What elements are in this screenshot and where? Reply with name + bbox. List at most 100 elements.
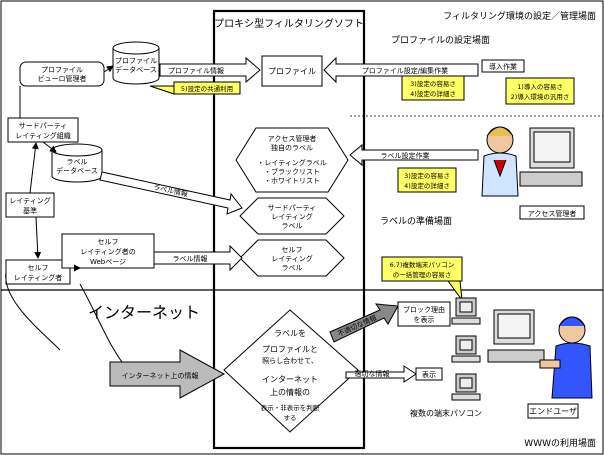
self-rater-l1: セルフ	[28, 264, 49, 272]
inappropriate-arrow	[329, 303, 399, 343]
access-labels-l2: 独自のラベル	[271, 143, 313, 152]
profile-info-arrow	[159, 56, 261, 84]
rating-standard-box	[5, 192, 55, 218]
self-web-box	[61, 233, 155, 269]
decision-l3: 照らし合わせて、	[262, 356, 318, 365]
note-label-ease-l1: 3)設定の容易さ	[404, 171, 450, 180]
pc-icon-3	[451, 373, 481, 401]
self-rater-box	[5, 259, 71, 285]
decision-l4: インターネット	[262, 375, 318, 384]
end-user-label: エンドユーザ	[529, 407, 577, 416]
label-info-arrow-1	[99, 171, 243, 215]
pc-icon-1	[451, 297, 481, 325]
third-party-label-l3: ラベル	[282, 222, 303, 230]
decision-l2: プロファイルと	[262, 345, 318, 354]
proxy-title: プロキシ型フィルタリングソフト	[214, 17, 364, 30]
access-labels-l4: ・レイティングラベル	[257, 158, 326, 167]
third-party-org-l2: レイティング組織	[15, 131, 70, 140]
self-label-l3: ラベル	[282, 264, 303, 272]
web-to-internet-curve	[79, 283, 131, 373]
proxy-box	[212, 9, 366, 450]
access-admin-box	[519, 205, 585, 220]
note-label-ease-l2: 4)設定の詳細さ	[404, 181, 450, 190]
profile-info-arrow-label: プロファイル情報	[168, 66, 224, 75]
rating-standard-l1: レイティング	[9, 196, 50, 205]
self-web-l1: セルフ	[98, 238, 119, 246]
profile-db-line2: データベース	[115, 65, 157, 74]
rating-standard-l2: 基準	[23, 206, 37, 215]
scene-profile-label: プロファイルの設定場面	[391, 34, 490, 46]
self-web-l3: Webページ	[90, 258, 126, 266]
decision-l6: 表示・非表示を判断	[261, 403, 320, 412]
profile-box	[261, 55, 323, 87]
access-labels-l6: ・ホワイトリスト	[264, 177, 320, 185]
access-labels-l1: アクセス管理者	[268, 134, 317, 143]
scene-settings-label: フィルタリング環境の設定／管理場面	[443, 10, 596, 22]
label-info-arrow-2-label: ラベル情報	[173, 254, 208, 263]
profile-bureau-box	[19, 61, 105, 87]
appropriate-label: 適切な情報	[355, 369, 390, 378]
self-to-internet-curve	[5, 271, 61, 351]
note-common-use-label: 5)設定の共通利用	[181, 84, 233, 93]
label-info-arrow-2	[153, 244, 243, 272]
inappropriate-label: 不適切な情報	[336, 313, 378, 338]
note-multi-pc-l1: 6,7)複数端末パソコン	[390, 260, 455, 269]
profile-bureau-line2: ビューロ管理者	[38, 74, 87, 83]
intro-box	[481, 59, 525, 73]
note-label-ease	[397, 167, 457, 193]
internet-info-label: インターネット上の情報	[122, 371, 199, 380]
org-to-db-arrow	[42, 141, 57, 153]
access-admin-illustration	[481, 126, 583, 197]
profile-bureau-line1: プロファイル	[41, 66, 83, 74]
decision-diamond	[223, 309, 359, 433]
note-intro-ease-l1: 1)導入の容易さ	[517, 82, 563, 91]
profile-setting-arrow-label: プロファイル設定/編集作業	[362, 66, 448, 75]
note-intro-ease-l2: 2)導入環境の汎用さ	[511, 92, 570, 101]
access-admin-label: アクセス管理者	[528, 209, 577, 218]
block-reason-l2: を表示	[414, 315, 435, 324]
self-label-l1: セルフ	[282, 246, 303, 254]
third-party-label-l1: サードパーティ	[268, 204, 317, 212]
end-user-box	[527, 403, 579, 419]
profile-db-top	[112, 41, 160, 55]
scene-label-label: ラベルの準備場面	[380, 215, 452, 227]
profile-box-label: プロファイル	[268, 67, 316, 76]
label-db-l2: データベース	[56, 166, 98, 175]
standard-to-org-arrow	[29, 142, 39, 194]
profile-db-line1: プロファイル	[115, 57, 157, 65]
decision-l7: する	[284, 414, 297, 422]
intro-label: 導入作業	[489, 62, 517, 71]
standard-to-self-arrow	[34, 216, 42, 259]
note-setting-ease-l1: 3)設定の容易さ	[410, 79, 456, 88]
label-db-top	[51, 143, 103, 157]
block-reason-l1: ブロック理由	[403, 305, 445, 314]
note-multi-pc-tail	[447, 280, 463, 302]
label-db-l1: ラベル	[67, 158, 88, 166]
note-intro-ease	[505, 77, 575, 105]
note-multi-pc	[381, 256, 463, 282]
access-labels-l5: ・ブラックリスト	[264, 167, 320, 176]
internet-info-arrow	[109, 349, 226, 399]
decision-l1: ラベルを	[274, 329, 306, 338]
display-label: 表示	[422, 370, 436, 379]
self-web-l2: レイティング者の	[80, 247, 135, 256]
label-info-arrow-1-label: ラベル情報	[152, 183, 188, 199]
pc-icon-2	[451, 335, 481, 363]
internet-title: インターネット	[88, 303, 200, 322]
self-label-l2: レイティング	[271, 254, 312, 263]
note-common-use-tail	[149, 85, 175, 95]
third-party-label-l2: レイティング	[271, 212, 312, 221]
label-setting-arrow-label: ラベル設定作業	[381, 151, 430, 160]
pcs-label: 複数の端末パソコン	[410, 408, 482, 418]
scene-www-label: WWWの利用場面	[524, 437, 596, 449]
appropriate-arrow	[345, 365, 417, 383]
note-setting-ease	[401, 75, 465, 101]
third-party-org-l1: サードパーティ	[19, 122, 68, 130]
display-box	[415, 367, 443, 381]
end-user-illustration	[487, 309, 593, 399]
bureau-to-db-arrow	[103, 65, 114, 73]
access-labels-hexagon	[235, 127, 349, 193]
third-party-label-hexagon	[239, 197, 345, 235]
decision-l5: 上の情報の	[270, 387, 310, 397]
